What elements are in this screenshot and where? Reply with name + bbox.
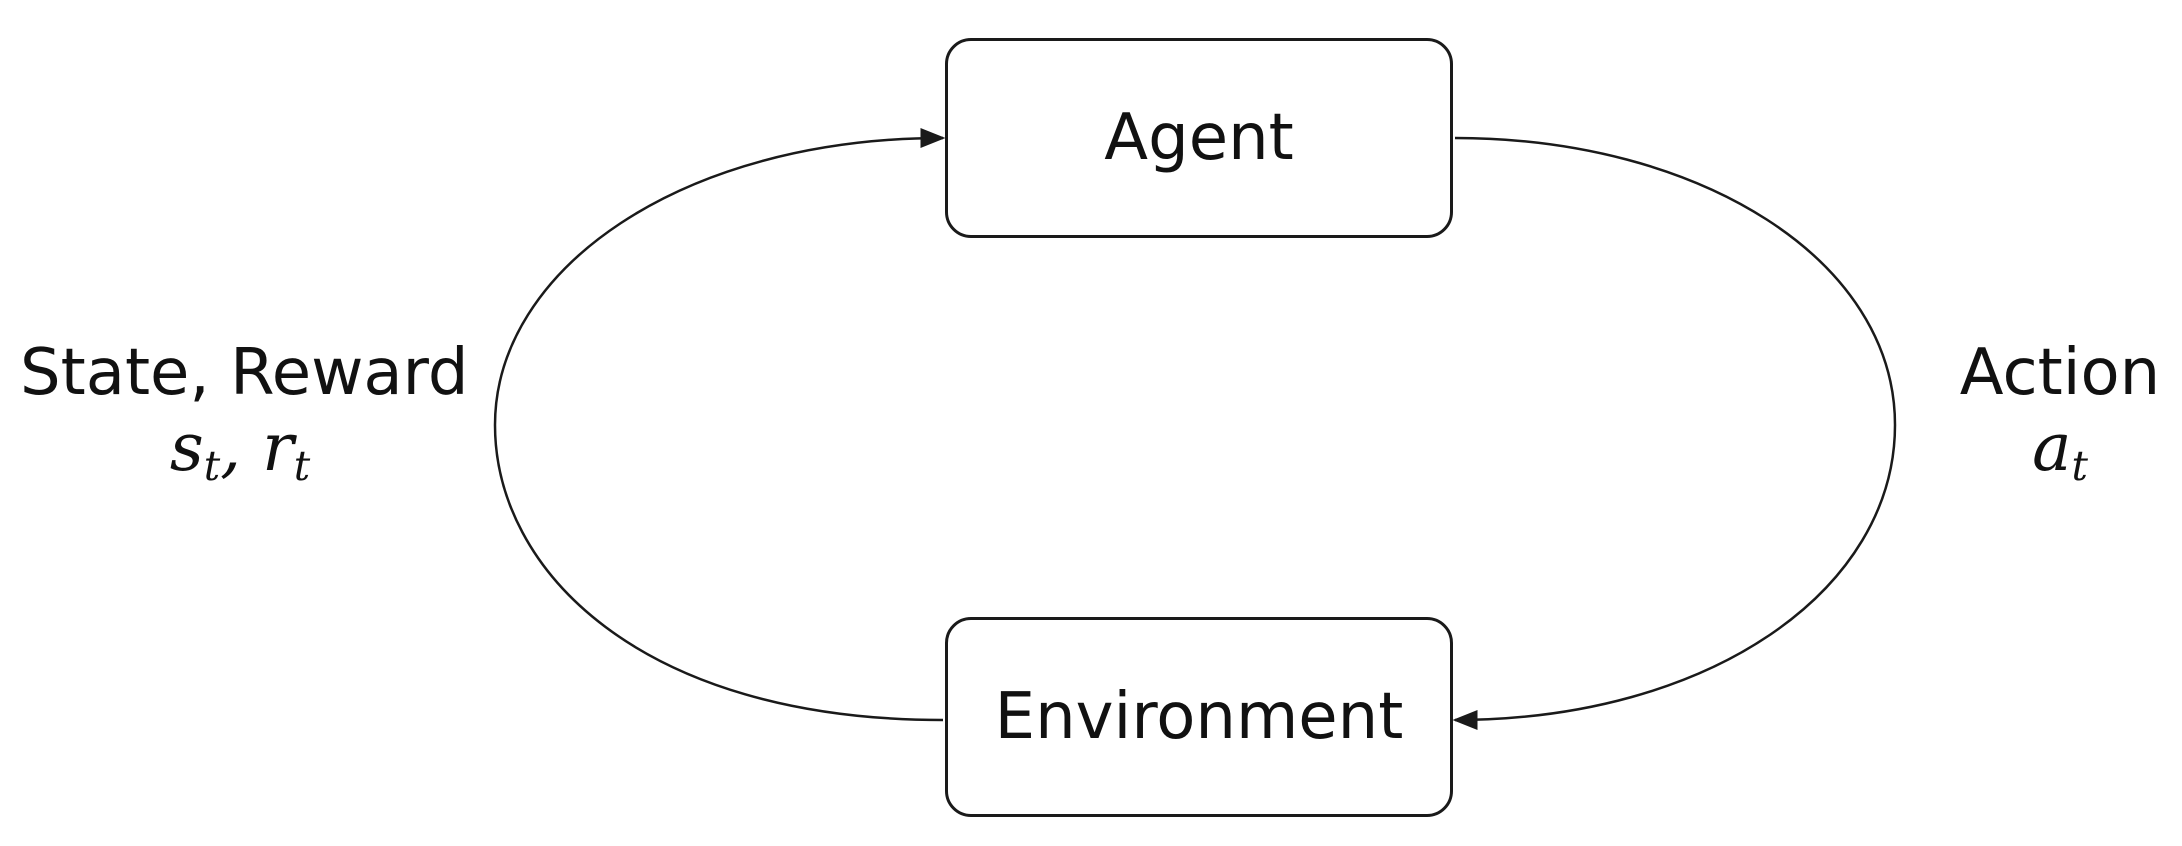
state-subscript: t <box>203 442 221 491</box>
state-reward-text: State, Reward <box>20 336 469 410</box>
action-arrow <box>1452 136 1897 730</box>
action-text: Action <box>1959 336 2161 410</box>
action-symbol: a <box>2032 409 2072 487</box>
state-reward-label: State, Reward st, rt <box>20 336 469 492</box>
action-math: at <box>1945 408 2175 491</box>
environment-node: Environment <box>945 617 1453 817</box>
state-symbol: s <box>169 409 204 487</box>
action-label: Action at <box>1945 338 2175 492</box>
reward-subscript: t <box>293 442 311 491</box>
math-separator: , <box>220 409 242 487</box>
agent-node: Agent <box>945 38 1453 238</box>
action-subscript: t <box>2071 442 2088 491</box>
environment-label: Environment <box>994 680 1404 754</box>
state-reward-arrow <box>493 128 946 722</box>
reward-symbol: r <box>262 409 294 487</box>
state-reward-math: st, rt <box>20 408 460 491</box>
agent-label: Agent <box>1104 101 1294 175</box>
